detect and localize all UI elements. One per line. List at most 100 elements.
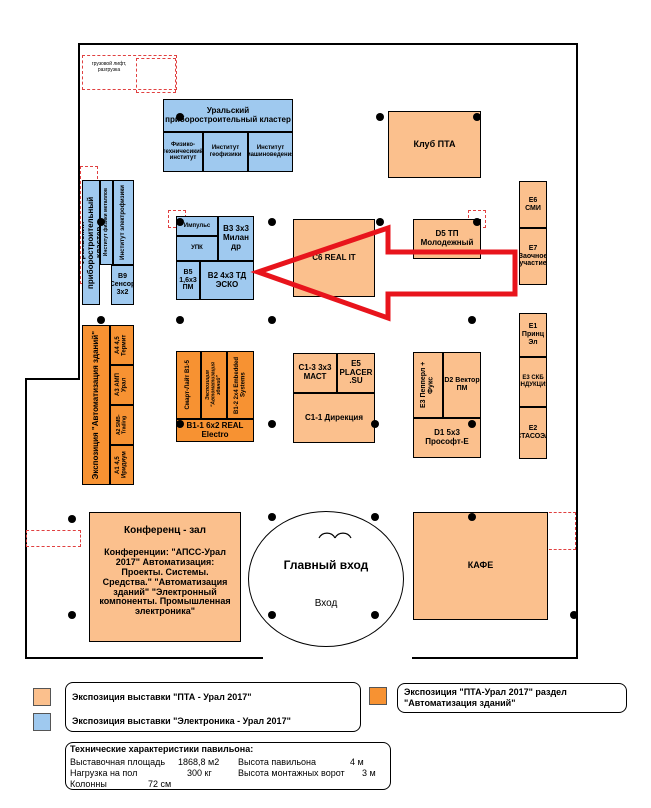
booth-inst-mash[interactable]: Институт машиноведения (248, 132, 293, 172)
booth-b12[interactable]: В1-2 2х4 Embedded Systems (227, 351, 254, 419)
conf-door (26, 530, 81, 547)
e3-skb-label: Е3 СКБ "ИНДУКЦИЯ" (520, 375, 546, 388)
e6-label: Е6 СМИ (525, 196, 541, 212)
booth-b2[interactable]: В2 4х3 ТД ЭСКО (200, 261, 254, 300)
booth-b9[interactable]: В9 Сенсор 3х2 (111, 265, 134, 305)
legend-swatch-pta (33, 688, 51, 706)
legend-swatch-electronics (33, 713, 51, 731)
freight-area-2 (136, 58, 176, 93)
column (473, 113, 481, 121)
booth-e7[interactable]: Е7 Заочное участие (519, 228, 547, 285)
conference-hall[interactable]: Конференц - зал Конференции: "АПСС-Урал … (89, 512, 241, 642)
wall-left-upper (78, 43, 80, 378)
column (371, 420, 379, 428)
booth-impulse[interactable]: Импульс (176, 216, 218, 236)
wall-bottom-left (25, 657, 263, 659)
booth-b11[interactable]: В1-1 6х2 REAL Electro (176, 419, 254, 442)
club-pta-label: Клуб ПТА (413, 138, 456, 149)
conf-title: Конференц - зал (124, 525, 206, 536)
smart-home-label: Смарт-Лайт В1-5 (185, 360, 192, 410)
a1-label: А1 4,5 Иридиум (115, 451, 128, 479)
booth-b5[interactable]: В5 1,6х3 ПМ (176, 261, 200, 300)
cafe-label: КАФЕ (467, 560, 494, 571)
booth-a1[interactable]: А1 4,5 Иридиум (110, 445, 134, 485)
spec-height-label: Высота павильона (238, 757, 317, 767)
spec-columns-value: 72 см (148, 779, 172, 789)
column (68, 515, 76, 523)
booth-ural-cluster-side[interactable]: Уральский приборостроительный кластер (82, 180, 100, 305)
b2-label: В2 4х3 ТД ЭСКО (207, 270, 247, 289)
a2-label: А2 SMB-Trading (115, 414, 128, 436)
inst-elec-label: Институт электрофизики (120, 185, 127, 260)
booth-a4[interactable]: А4 4,5 Термит (110, 325, 134, 365)
booth-e2[interactable]: Е2 СТАСОЭЛ (519, 407, 547, 459)
booth-ural-cluster-top[interactable]: Уральский приборостроительный кластер (163, 99, 293, 132)
legend-pta: Экспозиция выставки "ПТА - Урал 2017" (72, 692, 252, 702)
c6-label: С6 REAL IT (312, 252, 356, 262)
freight-area (82, 55, 177, 90)
booth-e5[interactable]: Е5 PLACER .SU (337, 353, 375, 393)
booth-a2[interactable]: А2 SMB-Trading (110, 405, 134, 445)
legend-auto-box (397, 683, 627, 713)
column (570, 611, 578, 619)
booth-fiz-tech[interactable]: Физико-техничесикий институт (163, 132, 203, 172)
legend-auto: Экспозиция "ПТА-Урал 2017" раздел "Автом… (404, 687, 567, 709)
booth-e1[interactable]: Е1 Принц Эл (519, 313, 547, 357)
b5-label: В5 1,6х3 ПМ (179, 268, 197, 292)
column (176, 420, 184, 428)
column (268, 218, 276, 226)
ural-cluster-side-label: Уральский приборостроительный кластер (82, 196, 100, 289)
booth-inst-elec[interactable]: Институт электрофизики (113, 180, 134, 265)
spec-area-label: Выставочная площадь (70, 757, 166, 767)
inst-geo-label: Институт геофизики (209, 145, 242, 158)
column (468, 513, 476, 521)
column (473, 218, 481, 226)
spec-area-value: 1868,8 м2 (178, 757, 220, 767)
column (376, 113, 384, 121)
booth-e3-pepperl[interactable]: Е3 Пепперл + Фукс (413, 352, 443, 418)
booth-b3[interactable]: В3 3х3 Милан др (218, 216, 254, 261)
booth-club-pta[interactable]: Клуб ПТА (388, 111, 481, 178)
spec-load-value: 300 кг (187, 768, 212, 778)
booth-inst-geo[interactable]: Институт геофизики (203, 132, 248, 172)
cafe[interactable]: КАФЕ (413, 512, 548, 620)
door-arcs (318, 532, 352, 539)
booth-a3[interactable]: А3 АМП Урал (110, 365, 134, 405)
fiz-tech-label: Физико-техничесикий институт (163, 142, 203, 162)
spec-columns-label: Колонны (70, 779, 107, 789)
column (97, 218, 105, 226)
b3-label: В3 3х3 Милан др (223, 224, 249, 251)
wall-bottom-right (412, 657, 578, 659)
booth-e6[interactable]: Е6 СМИ (519, 181, 547, 228)
booth-expo-auto[interactable]: Экспозиция "Автоматизация зданий" (82, 325, 110, 485)
column (176, 218, 184, 226)
booth-c13[interactable]: С1-3 3х3 МАСТ (293, 353, 337, 393)
c13-label: С1-3 3х3 МАСТ (298, 363, 332, 381)
booth-e3-skb[interactable]: Е3 СКБ "ИНДУКЦИЯ" (519, 357, 547, 407)
wall-step (25, 378, 80, 380)
wall-top (78, 43, 576, 45)
d5-label: D5 ТП Молодежный (420, 229, 474, 247)
booth-d2[interactable]: D2 Вектор ПМ (443, 352, 481, 418)
booth-smart-home[interactable]: Смарт-Лайт В1-5 (176, 351, 201, 419)
d2-label: D2 Вектор ПМ (444, 377, 480, 392)
column (371, 513, 379, 521)
e1-label: Е1 Принц Эл (521, 323, 545, 346)
column (268, 316, 276, 324)
impulse-label: Импульс (183, 222, 211, 229)
b9-label: В9 Сенсор 3х2 (111, 273, 133, 296)
e5-label: Е5 PLACER .SU (339, 358, 373, 386)
c11-label: С1-1 Дирекция (304, 412, 364, 422)
b11-label: В1-1 6х2 REAL Electro (186, 420, 244, 439)
booth-ups[interactable]: УПК (176, 236, 218, 261)
spec-gate-value: 3 м (362, 768, 376, 778)
booth-expo-mini[interactable]: Экспозиция "Автоматизация зданий" (201, 351, 227, 419)
specs-box (65, 742, 391, 790)
wall-right (576, 43, 578, 659)
booth-c11[interactable]: С1-1 Дирекция (293, 393, 375, 443)
d1-label: D1 5х3 Прософт-Е (425, 428, 469, 446)
legend-electronics: Экспозиция выставки "Электроника - Урал … (72, 716, 291, 726)
legend-swatch-auto (369, 687, 387, 705)
column (176, 113, 184, 121)
arrow-icon (250, 224, 518, 322)
